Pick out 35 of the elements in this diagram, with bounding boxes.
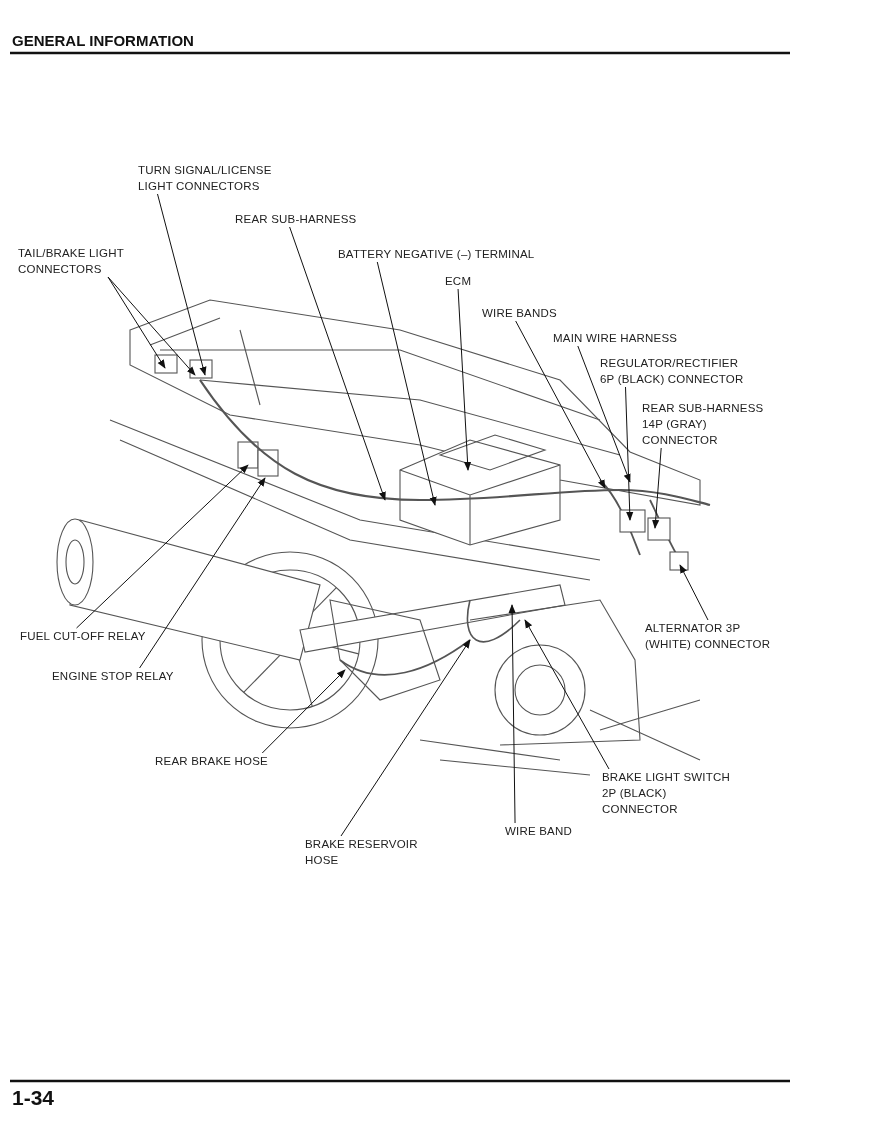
callout-label: REAR SUB-HARNESS [235, 211, 357, 227]
leader-line [577, 345, 631, 483]
leader-line [107, 276, 196, 376]
callout-label: REAR SUB-HARNESS 14P (GRAY) CONNECTOR [642, 400, 770, 448]
callout-label: REGULATOR/RECTIFIER 6P (BLACK) CONNECTOR [600, 355, 750, 387]
leader-line [340, 639, 471, 837]
callout-label: TURN SIGNAL/LICENSE LIGHT CONNECTORS [138, 162, 288, 194]
leader-line [679, 564, 709, 621]
callout-label: ECM [445, 273, 472, 289]
leader-line [76, 464, 249, 629]
leader-line [457, 288, 472, 471]
callout-label: REAR BRAKE HOSE [155, 753, 268, 769]
leader-line [515, 320, 606, 489]
leader-line [508, 604, 516, 824]
page-number: 1-34 [12, 1086, 55, 1110]
callout-label: FUEL CUT-OFF RELAY [20, 628, 146, 644]
leader-line [261, 669, 346, 754]
leader-line [524, 619, 610, 770]
leader-line [139, 477, 266, 669]
leader-line [376, 261, 437, 506]
leader-line [289, 226, 386, 501]
leader-line [652, 447, 662, 529]
leader-line [625, 386, 634, 521]
page-header: GENERAL INFORMATION [12, 32, 194, 49]
callout-label: MAIN WIRE HARNESS [553, 330, 678, 346]
callout-label: WIRE BAND [505, 823, 572, 839]
callout-label: BRAKE LIGHT SWITCH 2P (BLACK) CONNECTOR [602, 769, 742, 817]
callout-label: BATTERY NEGATIVE (–) TERMINAL [338, 246, 535, 262]
callout-label: ENGINE STOP RELAY [52, 668, 174, 684]
leader-line [157, 193, 207, 376]
callout-label: WIRE BANDS [482, 305, 557, 321]
callout-label: BRAKE RESERVOIR HOSE [305, 836, 425, 868]
callout-label: ALTERNATOR 3P (WHITE) CONNECTOR [645, 620, 785, 652]
leader-line [107, 276, 166, 369]
callout-label: TAIL/BRAKE LIGHT CONNECTORS [18, 245, 143, 277]
